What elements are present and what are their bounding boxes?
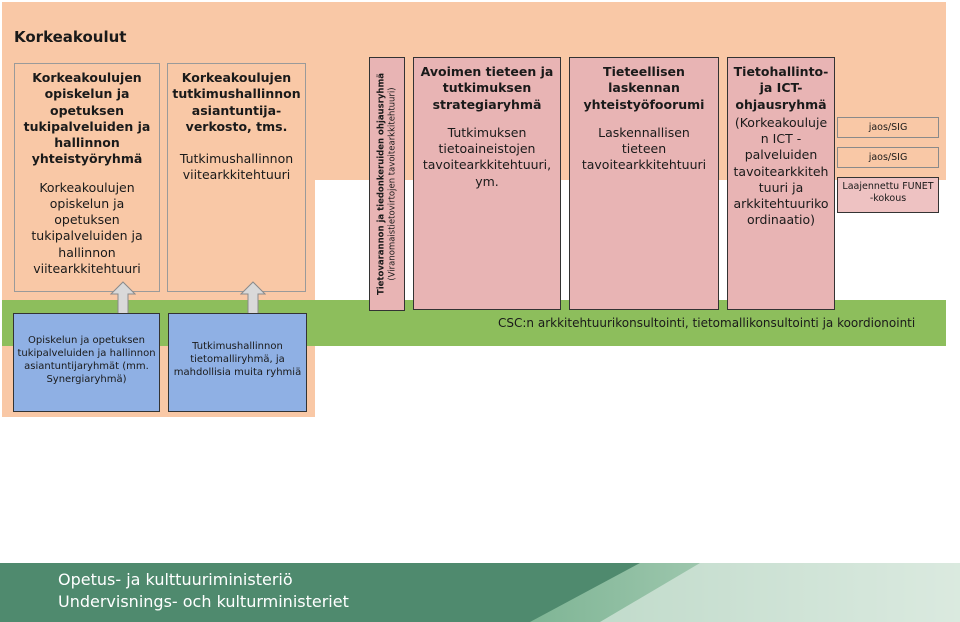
box-research-data-model-group: Tutkimushallinnon tietomalliryhmä, ja ma… <box>168 313 307 412</box>
box-description: (Korkeakouluje n ICT - palveluiden tavoi… <box>733 114 829 228</box>
vertical-heading: Tietovarannon ja tiedonkeruiden ohjausry… <box>376 72 387 296</box>
box-education-expert-groups: Opiskelun ja opetuksen tukipalveluiden j… <box>13 313 160 412</box>
vertical-subheading: (Viranomaistietovirtojen tavoitearkkiteh… <box>387 87 397 281</box>
box-funet-meeting: Laajennettu FUNET -kokous <box>837 177 939 213</box>
box-scientific-computing-forum: Tieteellisen laskennan yhteistyöfoorumi … <box>569 57 719 310</box>
footer-wedge-graphic <box>530 563 960 622</box>
ministry-name-swedish: Undervisnings- och kulturministeriet <box>58 592 349 611</box>
box-ict-steering-group: Tietohallinto- ja ICT- ohjausryhmä (Kork… <box>727 57 835 310</box>
box-description: Laskennallisen tieteen tavoitearkkitehtu… <box>581 124 707 173</box>
box-education-cooperation-group: Korkeakoulujen opiskelun ja opetuksen tu… <box>14 63 160 292</box>
box-description: Tutkimuksen tietoaineistojen tavoitearkk… <box>422 124 552 189</box>
box-open-science-strategy-group: Avoimen tieteen ja tutkimuksen strategia… <box>413 57 561 310</box>
box-sig-subgroup-1: jaos/SIG <box>837 117 939 138</box>
box-heading: Avoimen tieteen ja tutkimuksen strategia… <box>420 64 554 112</box>
box-sig-subgroup-2: jaos/SIG <box>837 147 939 168</box>
csc-consulting-label: CSC:n arkkitehtuurikonsultointi, tietoma… <box>498 316 916 330</box>
box-research-admin-network: Korkeakoulujen tutkimushallinnon asiantu… <box>167 63 306 292</box>
box-description: Korkeakoulujen opiskelun ja opetuksen tu… <box>31 179 143 276</box>
box-heading: Tietohallinto- ja ICT- ohjausryhmä <box>733 64 829 112</box>
box-description: Tutkimushallinnon viitearkkitehtuuri <box>179 151 294 183</box>
box-heading: Korkeakoulujen opiskelun ja opetuksen tu… <box>23 70 151 167</box>
ministry-name-finnish: Opetus- ja kulttuuriministeriö <box>58 570 293 589</box>
box-heading: Tieteellisen laskennan yhteistyöfoorumi <box>583 64 705 112</box>
box-heading: Korkeakoulujen tutkimushallinnon asiantu… <box>172 70 301 134</box>
box-data-resources-steering-group: Tietovarannon ja tiedonkeruiden ohjausry… <box>369 57 405 311</box>
diagram-title: Korkeakoulut <box>14 28 127 46</box>
